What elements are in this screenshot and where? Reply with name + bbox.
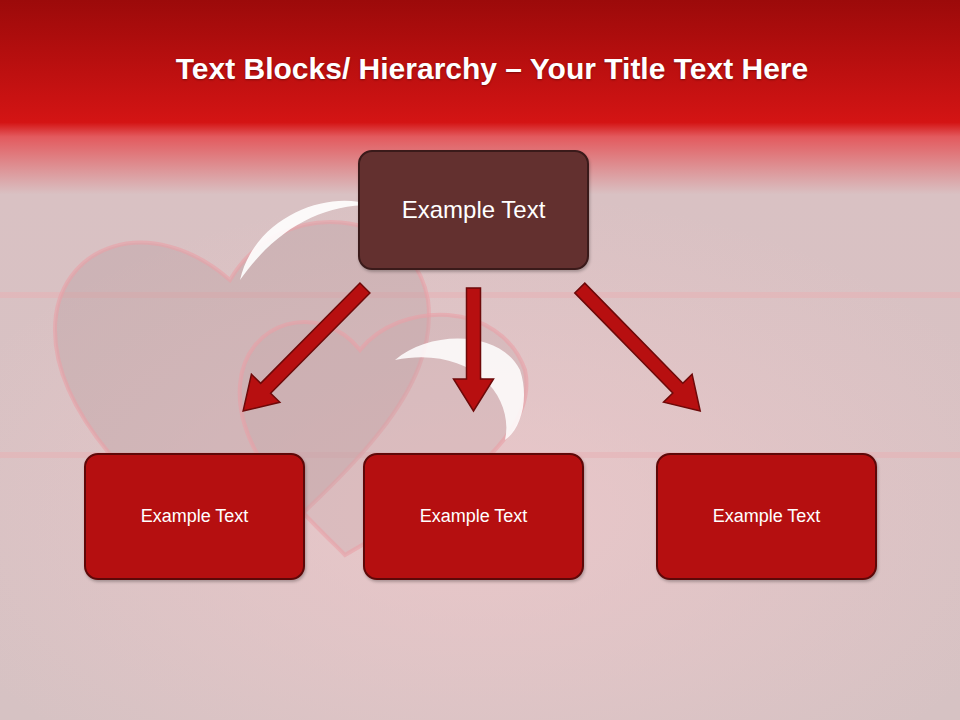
- box-text: Example Text: [141, 506, 249, 527]
- box-text: Example Text: [713, 506, 821, 527]
- box-text: Example Text: [420, 506, 528, 527]
- root-box: Example Text: [358, 150, 589, 270]
- block-arrow: [454, 288, 494, 411]
- title-text: Text Blocks/ Hierarchy – Your Title Text…: [176, 52, 808, 85]
- heart-highlight: [240, 201, 370, 280]
- block-arrow: [575, 283, 700, 411]
- child-box: Example Text: [363, 453, 584, 580]
- child-box: Example Text: [84, 453, 305, 580]
- slide-title: Text Blocks/ Hierarchy – Your Title Text…: [0, 52, 960, 86]
- box-text: Example Text: [402, 196, 546, 224]
- child-box: Example Text: [656, 453, 877, 580]
- block-arrow: [243, 283, 370, 411]
